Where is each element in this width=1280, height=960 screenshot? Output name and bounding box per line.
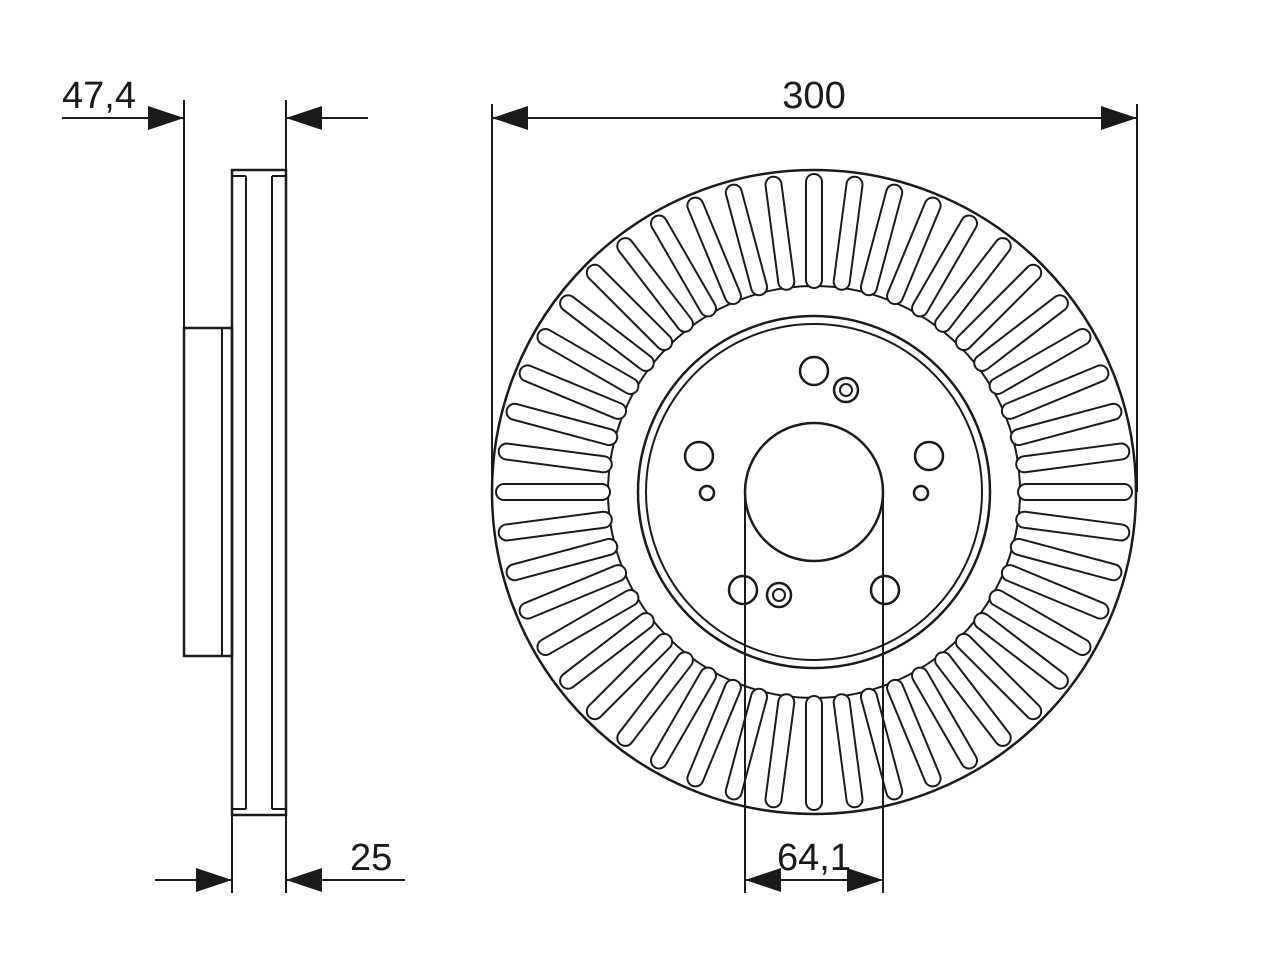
bolt-hole bbox=[727, 574, 759, 606]
vent-slot bbox=[618, 653, 692, 745]
vent-slot bbox=[1011, 404, 1121, 445]
thickness-arrow-right bbox=[286, 868, 322, 892]
vent-slot bbox=[990, 330, 1090, 393]
vent-slot bbox=[538, 591, 638, 654]
vent-slot bbox=[726, 185, 767, 295]
vent-slot bbox=[834, 695, 862, 807]
front-view: 300 64,1 bbox=[490, 75, 1138, 893]
vent-slot bbox=[561, 614, 653, 688]
vent-slot bbox=[834, 177, 862, 289]
bore-arrow-left bbox=[745, 868, 781, 892]
vent-slot bbox=[688, 680, 740, 786]
bolt-hole bbox=[683, 440, 715, 472]
threaded-hole-outer bbox=[832, 376, 860, 404]
locating-hole bbox=[912, 484, 930, 502]
vent-slot bbox=[861, 185, 902, 295]
vent-slot bbox=[652, 216, 715, 316]
hub-offset-label: 47,4 bbox=[62, 75, 136, 117]
vent-slot bbox=[766, 695, 794, 807]
vent-slot bbox=[587, 265, 672, 350]
hub-offset-arrow-left bbox=[148, 106, 184, 130]
hub-hat-profile bbox=[182, 326, 234, 658]
locating-hole bbox=[698, 484, 716, 502]
outer-diameter-label: 300 bbox=[782, 75, 845, 117]
thickness-arrow-left bbox=[196, 868, 232, 892]
vent-slot bbox=[520, 566, 626, 618]
vent-slot bbox=[990, 591, 1090, 654]
diameter-arrow-left bbox=[492, 106, 528, 130]
disc-outer-edge bbox=[490, 168, 1138, 816]
vent-slot bbox=[888, 680, 940, 786]
ventilation-slots bbox=[495, 173, 1133, 811]
hub-hat-outer-edge bbox=[636, 314, 992, 670]
vent-slot bbox=[913, 216, 976, 316]
vent-slot bbox=[1017, 444, 1129, 472]
threaded-hole-inner bbox=[839, 383, 853, 397]
thickness-label: 25 bbox=[350, 837, 392, 879]
vent-slot bbox=[1002, 566, 1108, 618]
center-bore-label: 64,1 bbox=[777, 837, 851, 879]
center-bore bbox=[743, 421, 885, 563]
friction-ring-profile bbox=[230, 168, 288, 817]
vent-slot bbox=[766, 177, 794, 289]
vent-slot bbox=[688, 198, 740, 304]
vent-slot bbox=[956, 634, 1041, 719]
vent-slot bbox=[726, 689, 767, 799]
vent-slot bbox=[507, 404, 617, 445]
diameter-arrow-right bbox=[1101, 106, 1137, 130]
hub-offset-arrow-right bbox=[286, 106, 322, 130]
hub-hat-step bbox=[645, 323, 983, 661]
vent-slot bbox=[1017, 512, 1129, 540]
vent-slot bbox=[913, 668, 976, 768]
bolt-hole bbox=[869, 574, 901, 606]
vent-slot bbox=[1002, 366, 1108, 418]
vent-slot bbox=[538, 330, 638, 393]
vent-slot bbox=[520, 366, 626, 418]
vent-slot bbox=[618, 239, 692, 331]
vent-slot bbox=[975, 296, 1067, 370]
threaded-hole-outer bbox=[765, 581, 793, 609]
vent-slot bbox=[861, 689, 902, 799]
bore-arrow-right bbox=[847, 868, 883, 892]
vent-slot bbox=[1011, 539, 1121, 580]
vent-slot bbox=[499, 512, 611, 540]
threaded-hole-inner bbox=[772, 588, 786, 602]
vent-slot bbox=[507, 539, 617, 580]
vent-slot bbox=[587, 634, 672, 719]
vent-slot bbox=[652, 668, 715, 768]
vent-slot bbox=[936, 653, 1010, 745]
vent-slot bbox=[499, 444, 611, 472]
side-view: 47,4 25 bbox=[62, 75, 405, 893]
bolt-hole bbox=[913, 440, 945, 472]
vent-slot bbox=[888, 198, 940, 304]
vent-slot bbox=[975, 614, 1067, 688]
bolt-hole bbox=[798, 355, 830, 387]
vent-slot bbox=[561, 296, 653, 370]
vent-slot bbox=[936, 239, 1010, 331]
vent-slot bbox=[956, 265, 1041, 350]
